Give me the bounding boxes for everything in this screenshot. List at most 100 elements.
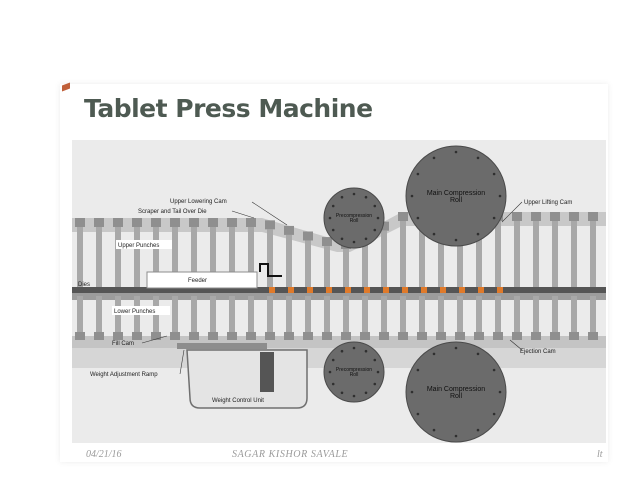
- roll-bolt: [432, 352, 436, 356]
- roll-bolt: [340, 237, 344, 241]
- upper-punch-stem: [153, 227, 159, 287]
- lower-punch-head: [360, 332, 370, 340]
- upper-punch-head: [189, 218, 199, 227]
- lower-punch-head: [398, 332, 408, 340]
- feeder-box: [146, 271, 258, 289]
- upper-punch-head: [246, 218, 256, 227]
- lower-punch-head: [569, 332, 579, 340]
- upper-punch-head: [569, 212, 579, 221]
- weight-control-post: [260, 352, 274, 392]
- upper-punch-stem: [514, 221, 520, 287]
- roll-bolt: [352, 192, 356, 196]
- roll-bolt: [331, 228, 335, 232]
- lower-punch-head: [436, 332, 446, 340]
- roll-bolt: [492, 172, 496, 176]
- upper-punch-stem: [115, 227, 121, 287]
- roll-bolt: [364, 195, 368, 199]
- upper-punch-stem: [248, 227, 254, 287]
- lower-punch-stem: [343, 296, 349, 334]
- lower-punch-head: [265, 332, 275, 340]
- upper-punch-head: [398, 212, 408, 221]
- lower-punch-stem: [400, 296, 406, 334]
- lower-punch-stem: [552, 296, 558, 334]
- upper-punch-stem: [210, 227, 216, 287]
- roll-bolt: [432, 232, 436, 236]
- label-fill-cam: Fill Cam: [112, 341, 134, 347]
- label-ejection-cam: Ejection Cam: [520, 349, 556, 355]
- upper-punch-head: [151, 218, 161, 227]
- granule: [440, 287, 446, 293]
- upper-punch-stem: [400, 221, 406, 287]
- upper-punch-head: [75, 218, 85, 227]
- granule: [307, 287, 313, 293]
- label-scraper-tail: Scraper and Tail Over Die: [138, 209, 207, 215]
- lower-punch-stem: [457, 296, 463, 334]
- upper-punch-stem: [324, 246, 330, 287]
- roll-bolt: [373, 382, 377, 386]
- weight-ramp-bar: [177, 343, 267, 349]
- granule: [459, 287, 465, 293]
- upper-punch-stem: [77, 227, 83, 287]
- granule-group: [269, 287, 503, 293]
- lower-punch-stem: [419, 296, 425, 334]
- roll-bolt: [432, 156, 436, 160]
- lower-punch-head: [322, 332, 332, 340]
- roll-bolt: [416, 172, 420, 176]
- lower-punch-head: [474, 332, 484, 340]
- roll-bolt: [373, 204, 377, 208]
- lower-punch-head: [531, 332, 541, 340]
- granule: [421, 287, 427, 293]
- granule: [478, 287, 484, 293]
- upper-punch-stem: [533, 221, 539, 287]
- roll-bolt: [364, 391, 368, 395]
- upper-punch-head: [227, 218, 237, 227]
- roll-bolt: [416, 368, 420, 372]
- upper-punch-stem: [343, 249, 349, 287]
- roll-bolt: [364, 237, 368, 241]
- upper-punch-stem: [438, 221, 444, 287]
- roll-label: Main Compression: [427, 190, 485, 197]
- lower-punch-stem: [210, 296, 216, 334]
- roll-bolt: [340, 391, 344, 395]
- roll-bolt: [340, 195, 344, 199]
- label-lower-punches-bg: [112, 306, 170, 315]
- lower-punch-head: [189, 332, 199, 340]
- lower-punch-stem: [590, 296, 596, 334]
- roll-label: Roll: [450, 197, 463, 204]
- upper-punch-group: [75, 212, 598, 287]
- label-feeder: Feeder: [188, 278, 207, 284]
- roll-bolt: [416, 216, 420, 220]
- lower-punch-head: [379, 332, 389, 340]
- upper-punch-head: [284, 225, 294, 235]
- lower-punch-stem: [77, 296, 83, 334]
- label-upper-lowering-cam: Upper Lowering Cam: [170, 199, 227, 205]
- lower-punch-stem: [571, 296, 577, 334]
- upper-punch-stem: [571, 221, 577, 287]
- label-upper-punches-bg: [116, 240, 172, 249]
- roll-bolt: [340, 349, 344, 353]
- granule: [402, 287, 408, 293]
- leader-weight-ramp: [179, 349, 185, 375]
- upper-punch-stem: [305, 240, 311, 287]
- lower-punch-stem: [362, 296, 368, 334]
- die-table: [72, 290, 606, 300]
- upper-punch-head: [170, 218, 180, 227]
- upper-punch-stem: [381, 230, 387, 287]
- upper-punch-stem: [476, 221, 482, 287]
- roll-bolt: [373, 358, 377, 362]
- lower-punch-head: [588, 332, 598, 340]
- lower-punch-stem: [248, 296, 254, 334]
- upper-punch-head: [322, 237, 332, 247]
- granule: [345, 287, 351, 293]
- lower-punch-stem: [438, 296, 444, 334]
- roll-bolt: [364, 349, 368, 353]
- upper-punch-stem: [419, 221, 425, 287]
- lower-punch-head: [341, 332, 351, 340]
- roll-bolt: [410, 194, 414, 198]
- slide-title: Tablet Press Machine: [84, 94, 373, 123]
- upper-punch-head: [550, 212, 560, 221]
- label-upper-lifting-cam: Upper Lifting Cam: [524, 200, 572, 206]
